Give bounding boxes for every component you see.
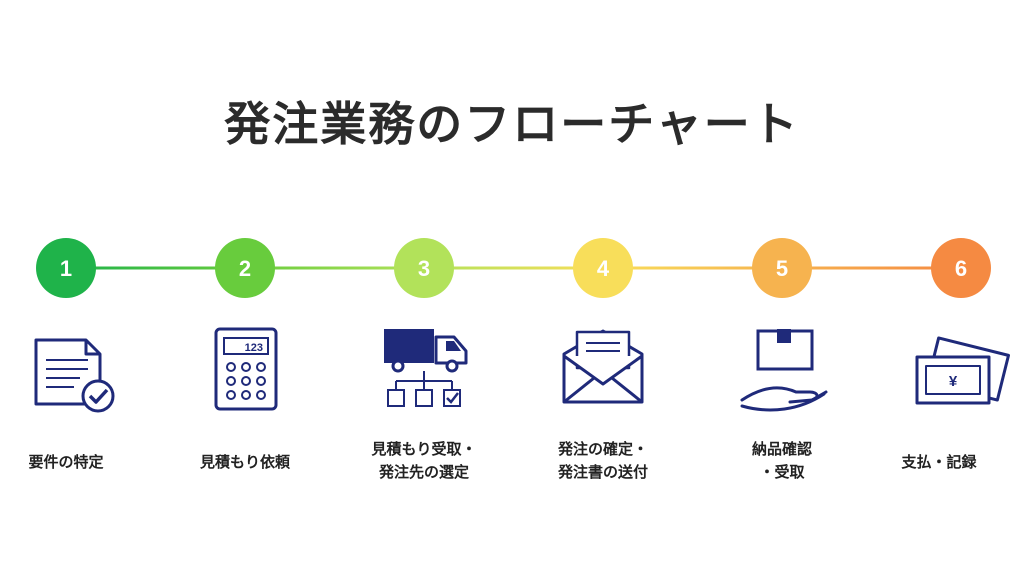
step-6-number: 6 — [955, 256, 967, 281]
step-4-marker: 4 — [573, 238, 633, 298]
step-2-number: 2 — [239, 256, 251, 281]
step-3-number: 3 — [418, 256, 430, 281]
step-2-label: 見積もり依頼 — [160, 451, 330, 474]
yen-bills-icon: ¥ — [915, 336, 1010, 405]
step-6-marker: 6 — [931, 238, 991, 298]
document-check-icon — [34, 338, 115, 413]
step-4-number: 4 — [597, 256, 610, 281]
step-5-label-line1: 納品確認 — [751, 440, 812, 458]
step-3-label: 見積もり受取・ 発注先の選定 — [339, 438, 509, 484]
step-2-marker: 2 — [215, 238, 275, 298]
step-1-label: 要件の特定 — [0, 451, 151, 474]
step-4-label-line1: 発注の確定・ — [557, 440, 648, 458]
calculator-display: 123 — [245, 342, 263, 354]
step-3-label-line2: 発注先の選定 — [378, 463, 469, 481]
step-3-label-line1: 見積もり受取・ — [371, 440, 477, 458]
envelope-letter-icon — [562, 329, 644, 404]
step-5-label: 納品確認 ・受取 — [697, 438, 867, 484]
step-2-label-line1: 見積もり依頼 — [199, 453, 290, 471]
step-3-marker: 3 — [394, 238, 454, 298]
box-hand-icon — [740, 329, 828, 412]
step-4-label: 発注の確定・ 発注書の送付 — [518, 438, 688, 484]
yen-symbol: ¥ — [949, 373, 958, 390]
step-1-number: 1 — [60, 256, 72, 281]
step-4-label-line2: 発注書の送付 — [557, 463, 648, 481]
step-6-label: 支払・記録 — [854, 451, 1024, 474]
step-6-label-line1: 支払・記録 — [901, 453, 977, 471]
truck-selection-icon — [384, 329, 468, 407]
step-5-marker: 5 — [752, 238, 812, 298]
page-title: 発注業務のフローチャート — [224, 97, 800, 151]
step-1-label-line1: 要件の特定 — [28, 453, 104, 471]
step-1-marker: 1 — [36, 238, 96, 298]
step-5-label-line2: ・受取 — [759, 463, 805, 481]
step-5-number: 5 — [776, 256, 788, 281]
calculator-icon: 123 — [214, 327, 278, 411]
